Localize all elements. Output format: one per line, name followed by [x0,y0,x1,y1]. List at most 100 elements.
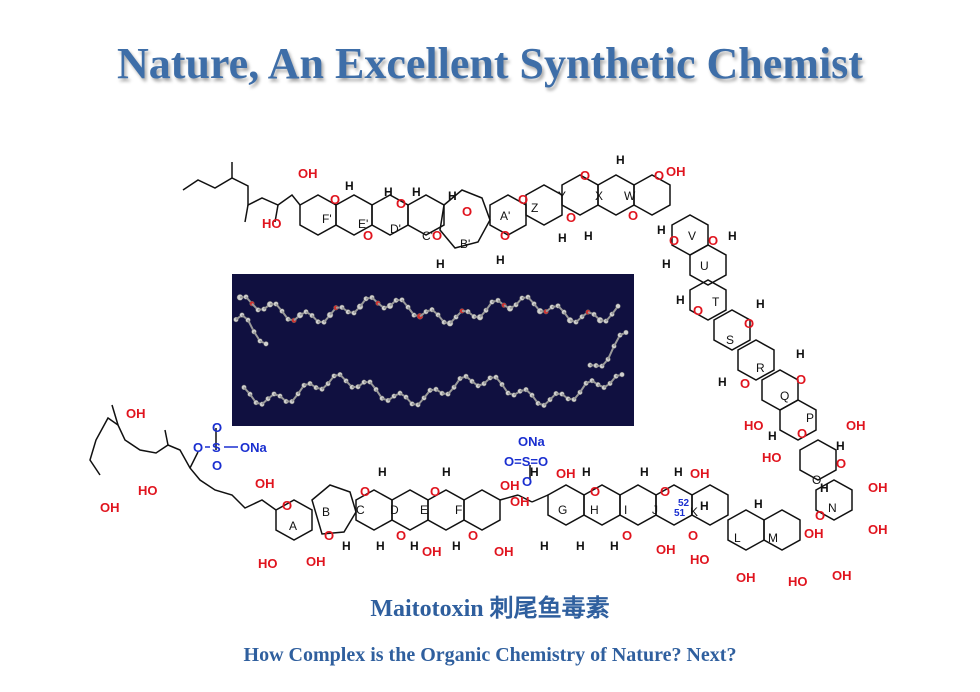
svg-text:OH: OH [690,466,710,481]
svg-text:O: O [396,528,406,543]
svg-text:HO: HO [744,418,764,433]
svg-text:H: H [676,293,685,307]
svg-text:H: H [718,375,727,389]
question-subcaption: How Complex is the Organic Chemistry of … [243,644,737,666]
svg-text:OH: OH [100,500,120,515]
svg-text:H: H [442,465,451,479]
svg-text:H: H [436,257,445,271]
svg-text:H: H [576,539,585,553]
svg-text:O: O [566,210,576,225]
svg-text:O: O [693,303,703,318]
svg-text:ONa: ONa [240,440,268,455]
ring-label: C [356,503,365,517]
svg-text:O: O [744,316,754,331]
svg-text:O: O [622,528,632,543]
svg-text:H: H [610,539,619,553]
locant: 52 [678,498,690,509]
ring-label: S [726,333,734,347]
ring-label: A' [500,209,510,223]
ring-label: V [688,229,696,243]
svg-text:O: O [193,440,203,455]
ring-label: B [322,505,330,519]
svg-text:H: H [342,539,351,553]
svg-text:H: H [616,153,625,167]
svg-text:H: H [378,465,387,479]
page-title: Nature, An Excellent Synthetic Chemist [117,39,863,88]
svg-text:HO: HO [138,483,158,498]
svg-text:O: O [432,228,442,243]
3d-model-image [232,274,634,426]
svg-text:H: H [674,465,683,479]
svg-text:O: O [462,204,472,219]
svg-text:O: O [522,474,532,489]
svg-text:H: H [412,185,421,199]
svg-text:O: O [688,528,698,543]
svg-text:HO: HO [762,450,782,465]
svg-text:H: H [496,253,505,267]
ring-label: G [558,503,567,517]
svg-text:O: O [669,233,679,248]
ring-label: R [756,361,765,375]
ring-label: P [806,411,814,425]
svg-text:OH: OH [666,164,686,179]
svg-text:H: H [345,179,354,193]
svg-text:OH: OH [656,542,676,557]
svg-text:O: O [654,168,664,183]
svg-text:O: O [212,458,222,473]
svg-text:OH: OH [804,526,824,541]
svg-text:H: H [657,223,666,237]
ring-label: H [590,503,599,517]
svg-text:H: H [584,229,593,243]
svg-text:OH: OH [868,480,888,495]
ring-label: O [812,473,821,487]
ring-label: E [420,503,428,517]
ring-label: N [828,501,837,515]
molecule-caption: Maitotoxin 刺尾鱼毒素 [370,596,610,622]
svg-text:O: O [708,233,718,248]
svg-text:H: H [756,297,765,311]
ring-label: D [390,503,399,517]
ring-label: K [690,505,698,519]
svg-text:OH: OH [126,406,146,421]
svg-text:H: H [796,347,805,361]
ring-label: F' [322,212,332,226]
ring-label: I [624,503,627,517]
ring-label: X [595,189,603,203]
svg-text:O: O [212,420,222,435]
svg-text:O: O [330,192,340,207]
svg-text:H: H [410,539,419,553]
svg-text:S: S [212,440,221,455]
svg-text:HO: HO [788,574,808,589]
ring-label: J [652,503,658,517]
svg-text:HO: HO [262,216,282,231]
svg-text:O: O [590,484,600,499]
svg-text:H: H [540,539,549,553]
svg-text:H: H [376,539,385,553]
svg-text:OH: OH [868,522,888,537]
svg-text:H: H [728,229,737,243]
locant: 51 [674,508,686,519]
svg-text:H: H [640,465,649,479]
ring-label: D' [390,222,401,236]
ring-label: C' [422,229,433,243]
ring-label: U [700,259,709,273]
svg-text:OH: OH [832,568,852,583]
svg-text:OH: OH [422,544,442,559]
svg-text:OH: OH [736,570,756,585]
svg-text:O: O [580,168,590,183]
svg-text:O: O [360,484,370,499]
svg-text:HO: HO [258,556,278,571]
svg-text:O=S=O: O=S=O [504,454,548,469]
svg-text:O: O [468,528,478,543]
svg-text:O: O [740,376,750,391]
svg-text:O: O [836,456,846,471]
svg-text:OH: OH [510,494,530,509]
svg-text:OH: OH [298,166,318,181]
svg-text:O: O [628,208,638,223]
svg-text:O: O [518,192,528,207]
svg-text:O: O [324,528,334,543]
svg-text:O: O [500,228,510,243]
ring-label: E' [358,217,368,231]
svg-text:H: H [582,465,591,479]
